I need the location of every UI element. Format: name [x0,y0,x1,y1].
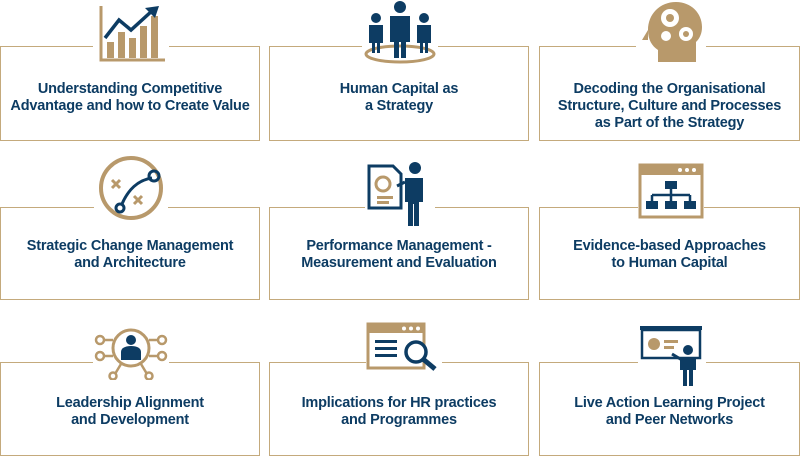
presenter-report-icon [365,158,435,228]
tile-label: Live Action Learning Project and Peer Ne… [574,395,765,428]
business-people-icon [362,0,438,64]
tile-label: Implications for HR practices and Progra… [301,395,497,428]
tile-label: Leadership Alignment and Development [56,395,204,428]
growth-chart-icon [93,4,169,64]
presentation-board-icon [638,324,706,386]
tile-hr-practices: Implications for HR practices and Progra… [269,362,529,456]
leader-network-icon [93,322,169,380]
tile-label: Understanding Competitive Advantage and … [10,81,250,114]
head-gears-icon [636,0,706,64]
tile-label: Strategic Change Management and Architec… [26,238,234,271]
tile-label: Evidence-based Approaches to Human Capit… [573,238,766,271]
org-chart-window-icon [638,163,704,219]
tile-organisational-structure: Decoding the Organisational Structure, C… [539,46,800,141]
tile-label: Decoding the Organisational Structure, C… [557,81,782,131]
tile-label: Human Capital as a Strategy [339,81,459,114]
tile-label: Performance Management - Measurement and… [301,238,497,271]
strategy-play-icon [94,156,168,220]
tile-strategic-change: Strategic Change Management and Architec… [0,207,260,300]
document-magnifier-icon [366,322,442,372]
tile-evidence-based: Evidence-based Approaches to Human Capit… [539,207,800,300]
